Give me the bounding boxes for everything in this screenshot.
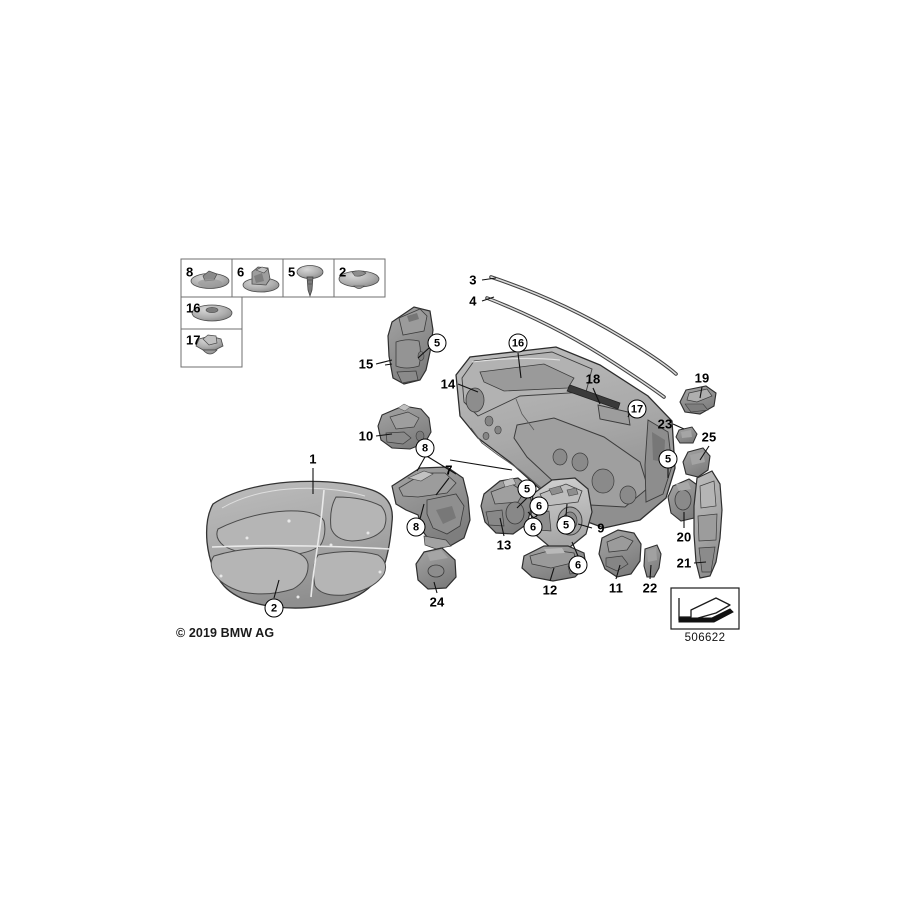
callout-6a: 6 [529,496,549,516]
callout-7: 7 [445,462,453,478]
callout-5b: 5 [517,479,537,499]
part-15-side-insulation [387,306,434,385]
legend-number-5: 5 [288,264,296,280]
legend-icon-5 [296,265,324,298]
callout-18: 18 [585,371,601,387]
callout-12: 12 [542,582,558,598]
part-20-insulation [667,478,702,522]
callout-8a: 8 [415,438,435,458]
callout-5c: 5 [556,515,576,535]
part-19-corner-insulation [679,385,717,415]
part-18-strip-insulation [566,384,631,426]
legend-number-2: 2 [339,264,347,280]
callout-11: 11 [608,580,624,596]
callout-5a: 5 [427,333,447,353]
callout-22: 22 [642,580,658,596]
part-22-insulation [643,544,662,578]
part-24-insulation [415,547,457,590]
callout-9: 9 [597,520,605,536]
copyright-notice: © 2019 BMW AG [176,626,275,640]
callout-14: 14 [440,376,456,392]
callout-25: 25 [701,429,717,445]
callout-16: 16 [508,333,528,353]
part-14-dash-panel [455,346,676,529]
callout-21: 21 [676,555,692,571]
legend-icon-8 [190,270,230,289]
legend-number-17: 17 [186,332,201,348]
part-21-a-pillar-insulation [693,470,723,579]
part-23-small-insulation [675,426,698,444]
legend-number-6: 6 [237,264,245,280]
callout-13: 13 [496,537,512,553]
callout-19: 19 [694,370,710,386]
part-7-wheelhouse-insulation [391,466,471,550]
legend-number-8: 8 [186,264,194,280]
callout-5d: 5 [658,449,678,469]
legend-icon-2 [338,270,380,289]
callout-6c: 6 [568,555,588,575]
callout-15: 15 [358,356,374,372]
callout-1: 1 [309,451,317,467]
part-11-insulation [598,529,642,578]
part-25-insulation [682,447,711,478]
part-1-hood-insulation [205,480,393,609]
callout-2: 2 [264,598,284,618]
legend-icon-16 [191,304,233,322]
callout-24: 24 [429,594,445,610]
callout-10: 10 [358,428,374,444]
part-4-cowl-seal [485,296,666,399]
callout-8b: 8 [406,517,426,537]
orientation-icon-box [670,587,740,630]
legend-icon-6 [242,266,280,293]
diagram-id-label: 506622 [684,632,726,644]
callout-20: 20 [676,529,692,545]
callout-3: 3 [469,272,477,288]
legend-icon-17 [195,334,224,355]
part-3-cowl-seal [489,275,678,376]
legend-number-16: 16 [186,300,201,316]
callout-6b: 6 [523,517,543,537]
callout-23: 23 [657,416,673,432]
callout-17: 17 [627,399,647,419]
callout-4: 4 [469,293,477,309]
